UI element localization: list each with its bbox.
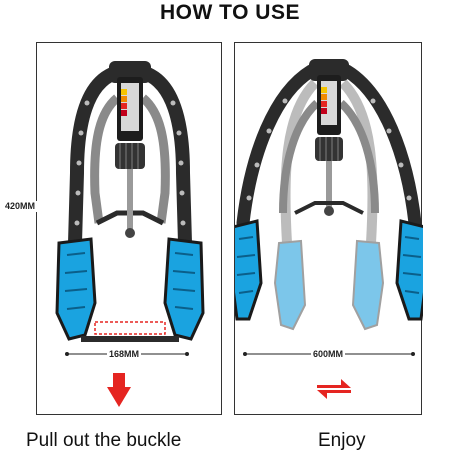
closed-hand-gripper-illustration <box>55 61 205 407</box>
left-instruction-panel: 420MM 168MM <box>3 42 222 415</box>
right-instruction-panel: 600MM <box>234 42 423 415</box>
caption-pull-out-buckle: Pull out the buckle <box>26 430 182 451</box>
page-title: HOW TO USE <box>160 1 300 24</box>
open-hand-gripper-illustration <box>235 59 423 399</box>
arrow-down-icon <box>107 373 131 407</box>
swap-arrows-icon <box>317 379 351 399</box>
open-width-dimension-label: 600MM <box>311 349 346 360</box>
height-dimension-label: 420MM <box>3 201 38 212</box>
closed-width-dimension-label: 168MM <box>107 349 142 360</box>
caption-enjoy: Enjoy <box>318 430 366 451</box>
